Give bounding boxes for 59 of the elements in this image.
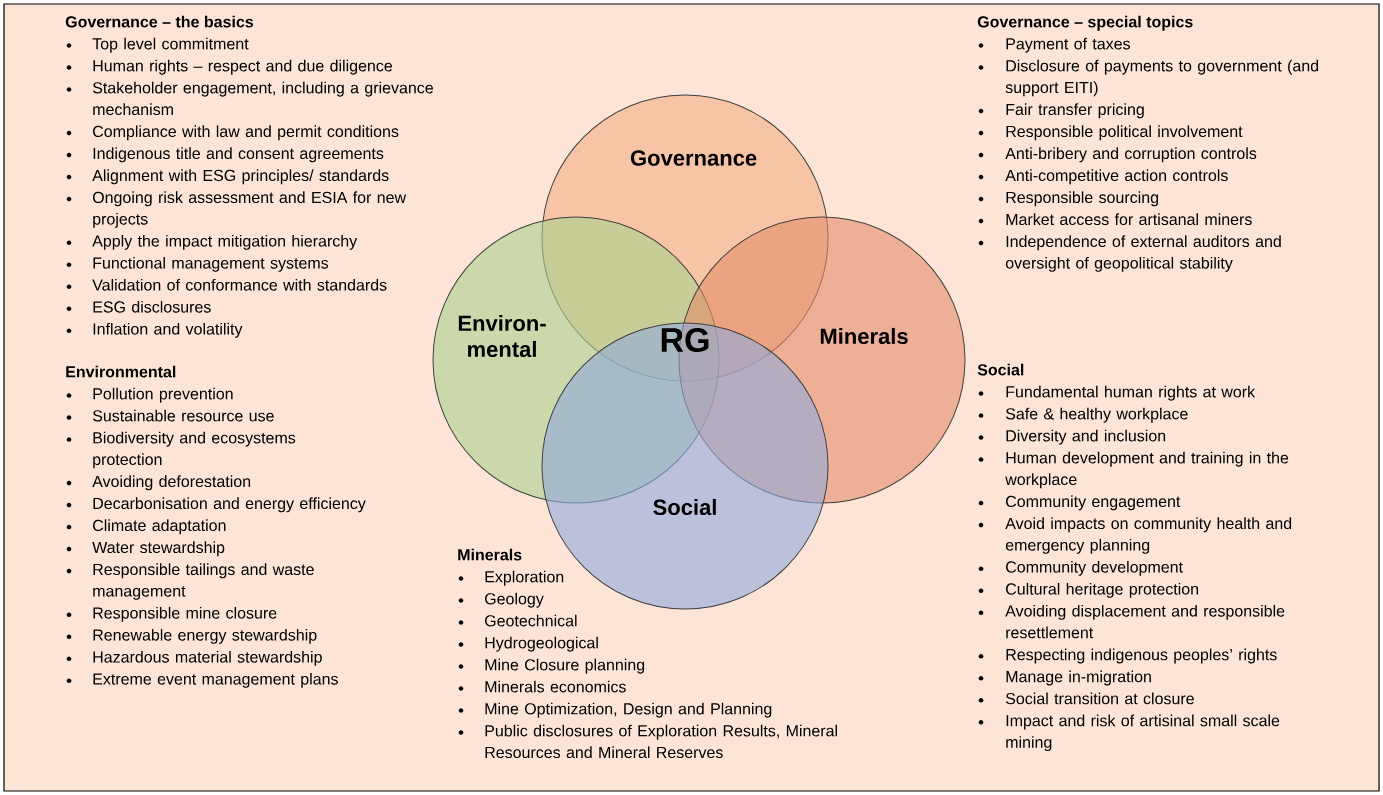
list-item: Safe & healthy workplace — [1005, 407, 1188, 423]
list-item: Manage in-migration — [1006, 670, 1151, 686]
list-item: Validation of conformance with standards — [92, 278, 387, 291]
list-item: Functional management systems — [93, 256, 329, 272]
list-item: Responsible mine closure — [93, 606, 277, 622]
list-item: Respecting indigenous peoples’ rights — [1006, 648, 1277, 664]
list-item: Geology — [485, 592, 544, 608]
section-heading: Minerals — [458, 548, 522, 561]
list-item: Stakeholder engagement, including a grievance mechanism — [92, 81, 433, 116]
list-item: Community engagement — [1006, 495, 1181, 511]
list-item: Community development — [1006, 560, 1183, 576]
list-item: Public disclosures of Exploration Results, Mineral Resources and Mineral Reserves — [485, 724, 837, 759]
list-item: Decarbonisation and energy efficiency — [93, 497, 366, 513]
list-item: Mine Optimization, Design and Planning — [485, 702, 772, 718]
list-item: Compliance with law and permit conditions — [93, 125, 399, 141]
list-item: Social transition at closure — [1005, 692, 1194, 705]
list-item: ESG disclosures — [93, 300, 211, 313]
list-item: Responsible tailings and waste management — [93, 563, 314, 600]
list-item: Extreme event management plans — [93, 672, 338, 688]
list-item: Hazardous material stewardship — [93, 650, 322, 666]
section-heading: Environmental — [66, 365, 176, 378]
list-item: Anti-bribery and corruption controls — [1005, 147, 1257, 163]
list-item: Exploration — [485, 570, 564, 586]
list-item: Anti-competitive action controls — [1005, 169, 1228, 185]
list-item: Ongoing risk assessment and ESIA for new projects — [92, 191, 407, 228]
list-item: Market access for artisanal miners — [1006, 213, 1252, 226]
list-item: Indigenous title and consent agreements — [93, 147, 384, 163]
list-item: Minerals economics — [485, 680, 626, 693]
list-item: Renewable energy stewardship — [93, 628, 317, 644]
list-item: Human rights – respect and due diligence — [93, 59, 393, 75]
list-item: Cultural heritage protection — [1006, 582, 1198, 598]
list-item: Water stewardship — [92, 541, 225, 557]
center-label: RG — [661, 327, 709, 353]
list-item: Sustainable resource use — [92, 409, 274, 422]
list-item: Inflation and volatility — [93, 322, 243, 338]
section-heading: Governance – the basics — [65, 15, 254, 28]
list-item: Avoiding deforestation — [92, 475, 251, 491]
list-item: Mine Closure planning — [485, 658, 645, 674]
list-item: Climate adaptation — [93, 519, 226, 535]
list-item: Human development and training in the workplace — [1005, 451, 1289, 489]
list-item: Disclosure of payments to government (and support EITI) — [1005, 59, 1319, 97]
list-item: Geotechnical — [485, 614, 577, 627]
list-item: Responsible sourcing — [1006, 191, 1158, 207]
list-item: Fundamental human rights at work — [1006, 385, 1256, 401]
list-item: Avoiding displacement and responsible resettlement — [1005, 604, 1285, 639]
list-item: Pollution prevention — [93, 387, 233, 403]
list-item: Top level commitment — [92, 37, 249, 53]
list-item: Independence of external auditors and oversight of geopolitical stability — [1005, 235, 1281, 272]
list-item: Payment of taxes — [1006, 37, 1130, 53]
list-item: Biodiversity and ecosystems protection — [93, 431, 296, 469]
list-item: Hydrogeological — [485, 636, 598, 652]
list-item: Impact and risk of artisinal small scale mining — [1006, 714, 1280, 752]
list-item: Diversity and inclusion — [1006, 429, 1166, 445]
list-item: Responsible political involvement — [1006, 125, 1243, 141]
list-item: Apply the impact mitigation hierarchy — [92, 234, 358, 250]
list-item: Fair transfer pricing — [1006, 103, 1144, 119]
section-heading: Governance – special topics — [977, 15, 1193, 31]
list-item: Alignment with ESG principles/ standards — [92, 169, 389, 185]
list-item: Avoid impacts on community health and emergency planning — [1005, 517, 1292, 554]
